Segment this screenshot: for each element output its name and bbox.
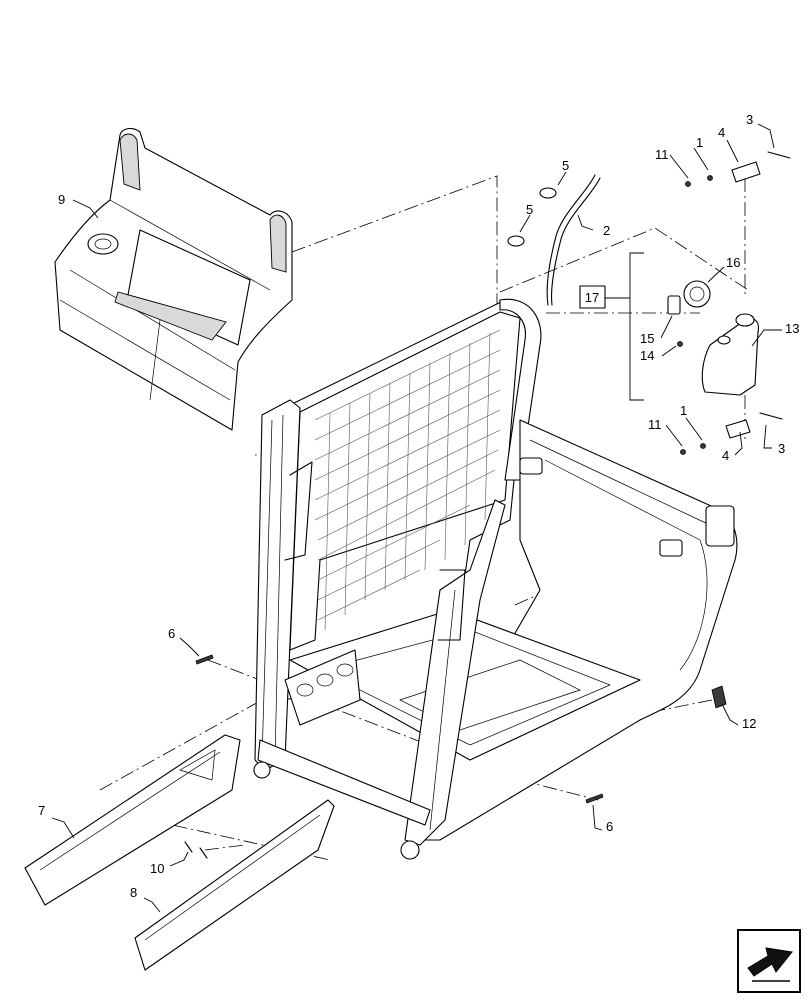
assembly-box	[579, 285, 606, 309]
callout-9: 9	[58, 192, 65, 207]
callout-1: 1	[696, 135, 703, 150]
callout-7: 7	[38, 803, 45, 818]
rear-screen-mesh	[314, 329, 501, 631]
sill-strip-part-7	[24, 734, 241, 906]
callout-12: 12	[742, 716, 756, 731]
cab-frame	[253, 298, 738, 860]
callout-4: 4	[722, 448, 729, 463]
callout-17: 17	[585, 290, 599, 305]
callout-6: 6	[168, 626, 175, 641]
callout-8: 8	[130, 885, 137, 900]
callout-16: 16	[726, 255, 740, 270]
callout-14: 14	[640, 348, 654, 363]
callout-1: 1	[680, 403, 687, 418]
sill-strip-part-8	[134, 799, 335, 971]
callout-4: 4	[718, 125, 725, 140]
callout-3: 3	[778, 441, 785, 456]
callout-3: 3	[746, 112, 753, 127]
callout-11: 11	[655, 147, 669, 162]
callout-13: 13	[785, 321, 799, 336]
assembly-bracket: 17	[579, 252, 644, 401]
callout-6: 6	[606, 819, 613, 834]
hardware	[184, 151, 791, 859]
arrow-icon[interactable]	[737, 929, 801, 993]
callout-leaders	[51, 123, 782, 913]
callout-2: 2	[603, 223, 610, 238]
callout-5: 5	[526, 202, 533, 217]
callout-11: 11	[648, 417, 662, 432]
callout-15: 15	[640, 331, 654, 346]
callout-5: 5	[562, 158, 569, 173]
cover-panel-part-9	[54, 127, 293, 431]
callout-labels: 1 1 2 3 3 4 4 5 5 6 6 7 8 9 10 11 11 12 …	[38, 112, 799, 900]
callout-10: 10	[150, 861, 164, 876]
